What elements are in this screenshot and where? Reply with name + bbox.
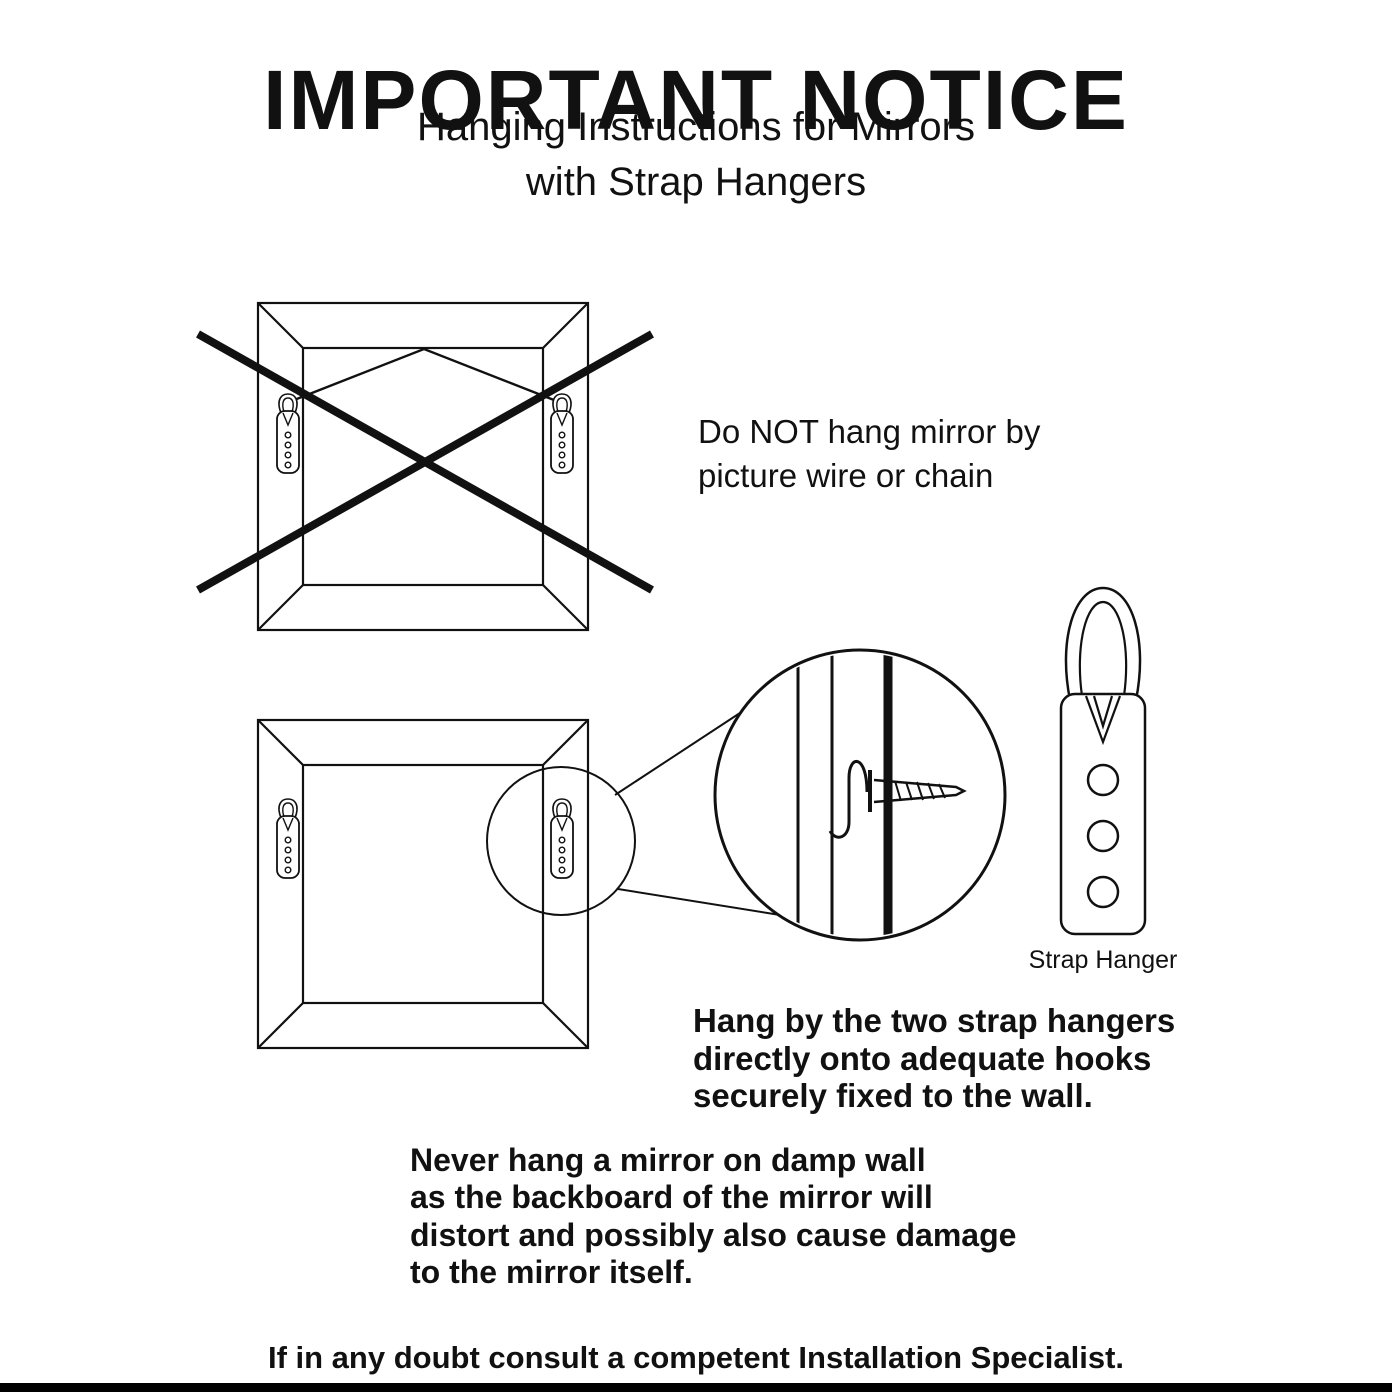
wall-hook-detail [713,648,1007,942]
mirror-back-correct-diagram [256,718,636,1050]
strap-hanger-label: Strap Hanger [1028,946,1178,974]
page-title: IMPORTANT NOTICE [263,53,1129,148]
picture-wire [288,347,560,404]
strap-hanger-small-left-2 [276,798,300,879]
zoom-highlight-circle [486,766,636,916]
note-hang-by-strap-hangers: Hang by the two strap hangers directly o… [693,1002,1176,1115]
page-subtitle: Hanging Instructions for Mirrors with St… [417,105,975,205]
hook [828,759,869,839]
cross-out-x [196,330,654,594]
strap-hanger-small-left [276,393,300,474]
note-do-not-hang-by-wire: Do NOT hang mirror by picture wire or ch… [698,413,1041,494]
bottom-edge-bar [0,1383,1392,1392]
screw [868,770,967,812]
footer-advice: If in any doubt consult a competent Inst… [267,1340,1125,1375]
strap-hanger-small-right [550,393,574,474]
mirror-back-wire-diagram [196,301,654,632]
note-never-hang-on-damp-wall: Never hang a mirror on damp wall as the … [410,1142,1017,1291]
strap-hanger-small-right-2 [550,798,574,879]
strap-hanger-detail [1059,586,1147,936]
